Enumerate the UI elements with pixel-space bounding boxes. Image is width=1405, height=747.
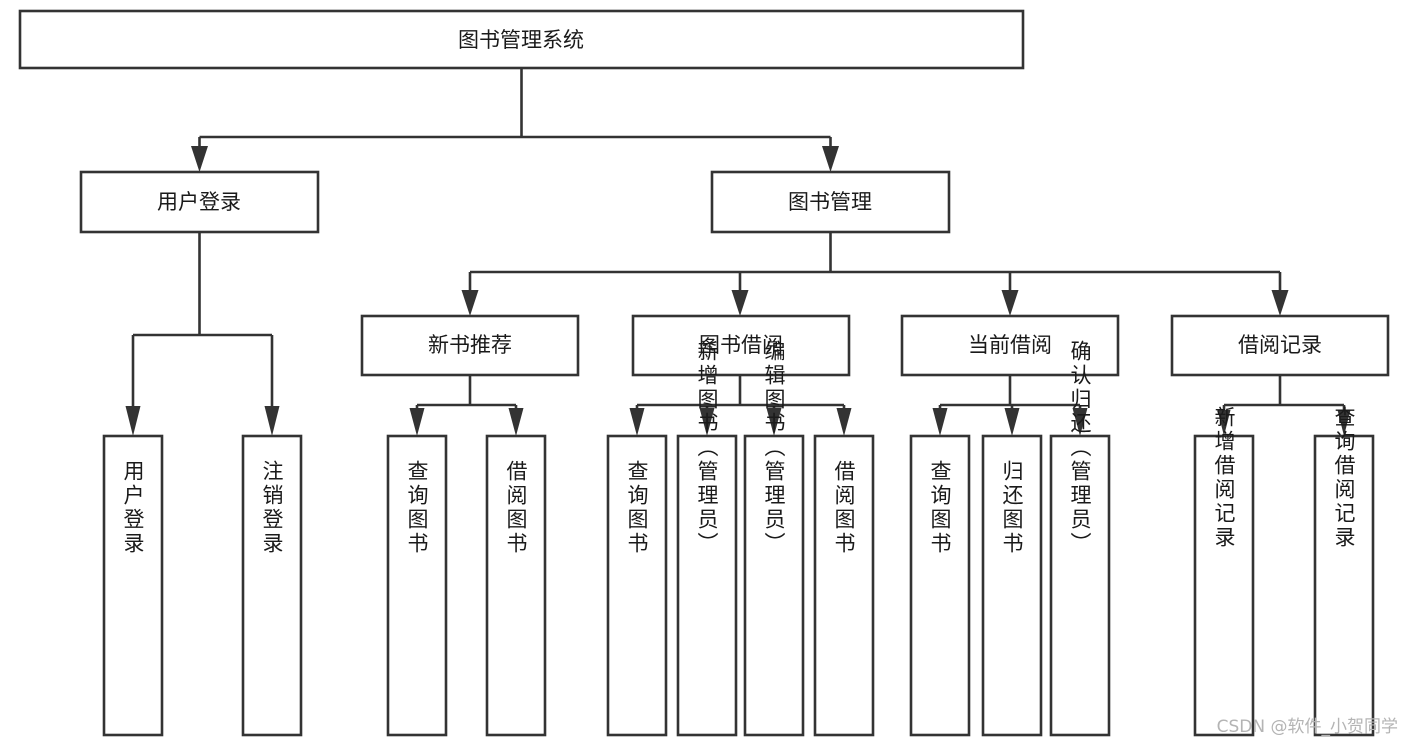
node-leaf-user-login-label: 用户登录 [121, 460, 145, 556]
node-book-borrow-label: 图书借阅 [699, 333, 783, 357]
node-user-login-label: 用户登录 [157, 190, 241, 214]
node-leaf-query-book-2-label: 查询图书 [625, 460, 649, 556]
arrowhead-leaf-borrow-book-2 [836, 408, 852, 436]
node-new-book-recommend-label: 新书推荐 [428, 333, 512, 357]
node-leaf-add-borrow-record-label: 新增借阅记录 [1212, 406, 1236, 550]
node-root-label: 图书管理系统 [458, 28, 584, 52]
csdn-watermark: CSDN @软件_小贺同学 [1217, 717, 1398, 737]
node-leaf-confirm-return-admin-label: 确认归还（管理员） [1068, 340, 1092, 556]
arrowhead-leaf-query-book-2 [629, 408, 645, 436]
node-current-borrow-box[interactable] [900, 314, 1120, 377]
arrowhead-leaf-edit-book-admin [766, 408, 782, 436]
node-leaf-edit-book-admin-box[interactable] [743, 434, 805, 737]
node-leaf-edit-book-admin[interactable]: 编辑图书（管理员） [743, 340, 805, 737]
node-leaf-edit-book-admin-label: 编辑图书（管理员） [762, 340, 786, 556]
node-leaf-query-book-1-box[interactable] [386, 434, 448, 737]
arrowhead-book-borrow [731, 290, 749, 316]
node-leaf-confirm-return-admin-box[interactable] [1049, 434, 1111, 737]
node-leaf-query-book-recommend[interactable]: 查询图书 [386, 434, 448, 737]
node-leaf-add-book-admin[interactable]: 新增图书（管理员） [676, 340, 738, 737]
node-user-login[interactable]: 用户登录 [79, 170, 320, 234]
node-leaf-return-book-box[interactable] [981, 434, 1043, 737]
arrowhead-leaf-add-book-admin [699, 408, 715, 436]
node-leaf-query-book-3-box[interactable] [909, 434, 971, 737]
node-leaf-query-book-current[interactable]: 查询图书 [909, 434, 971, 737]
node-book-borrow[interactable]: 图书借阅 [631, 314, 851, 377]
node-leaf-query-book-2-box[interactable] [606, 434, 668, 737]
node-leaf-query-borrow-record-box[interactable] [1313, 434, 1375, 737]
node-root-box[interactable] [18, 9, 1025, 70]
node-leaf-query-borrow-record-label: 查询借阅记录 [1332, 406, 1356, 550]
arrowhead-leaf-user-login [125, 406, 141, 436]
node-book-manage-label: 图书管理 [788, 190, 872, 214]
node-leaf-borrow-book-2-box[interactable] [813, 434, 875, 737]
node-root-system[interactable]: 图书管理系统 [18, 9, 1025, 70]
node-leaf-add-borrow-record[interactable]: 新增借阅记录 [1193, 406, 1255, 737]
arrowhead-leaf-confirm-return-admin [1072, 408, 1088, 436]
node-new-book-recommend-box[interactable] [360, 314, 580, 377]
node-leaf-borrow-book-borrow[interactable]: 借阅图书 [813, 434, 875, 737]
node-leaf-return-book[interactable]: 归还图书 [981, 434, 1043, 737]
node-leaf-query-borrow-record[interactable]: 查询借阅记录 [1313, 406, 1375, 737]
node-book-borrow-box[interactable] [631, 314, 851, 377]
node-leaf-add-book-admin-label: 新增图书（管理员） [695, 340, 719, 556]
node-current-borrow[interactable]: 当前借阅 [900, 314, 1120, 377]
node-leaf-add-borrow-record-box[interactable] [1193, 434, 1255, 737]
arrowhead-leaf-return-book [1004, 408, 1020, 436]
node-leaf-borrow-book-1-box[interactable] [485, 434, 547, 737]
node-leaf-return-book-label: 归还图书 [1000, 460, 1024, 556]
arrowhead-borrow-record [1271, 290, 1289, 316]
node-leaf-logout-box[interactable] [241, 434, 303, 737]
node-borrow-record-label: 借阅记录 [1238, 333, 1322, 357]
arrowhead-book-manage [822, 146, 839, 172]
node-leaf-borrow-book-1-label: 借阅图书 [504, 460, 528, 556]
arrowhead-new-book-recommend [461, 290, 479, 316]
node-leaf-query-book-borrow[interactable]: 查询图书 [606, 434, 668, 737]
arrowhead-leaf-add-borrow-record [1217, 410, 1231, 436]
node-leaf-user-login[interactable]: 用户登录 [102, 434, 164, 737]
node-leaf-query-book-3-label: 查询图书 [928, 460, 952, 556]
arrowhead-leaf-query-borrow-record [1337, 410, 1351, 436]
arrowhead-current-borrow [1001, 290, 1019, 316]
node-borrow-record[interactable]: 借阅记录 [1170, 314, 1390, 377]
arrowhead-leaf-logout [264, 406, 280, 436]
arrowhead-leaf-query-book-3 [932, 408, 948, 436]
node-leaf-add-book-admin-box[interactable] [676, 434, 738, 737]
node-new-book-recommend[interactable]: 新书推荐 [360, 314, 580, 377]
node-leaf-logout-login[interactable]: 注销登录 [241, 434, 303, 737]
arrowhead-user-login [191, 146, 208, 172]
node-leaf-borrow-book-2-label: 借阅图书 [832, 460, 856, 556]
node-user-login-box[interactable] [79, 170, 320, 234]
arrowhead-leaf-borrow-book-1 [508, 408, 524, 436]
node-borrow-record-box[interactable] [1170, 314, 1390, 377]
node-leaf-user-login-box[interactable] [102, 434, 164, 737]
node-leaf-confirm-return-admin[interactable]: 确认归还（管理员） [1049, 340, 1111, 737]
arrowhead-leaf-query-book-1 [409, 408, 425, 436]
node-book-manage[interactable]: 图书管理 [710, 170, 951, 234]
node-book-manage-box[interactable] [710, 170, 951, 234]
node-leaf-borrow-book-recommend[interactable]: 借阅图书 [485, 434, 547, 737]
node-leaf-query-book-1-label: 查询图书 [405, 460, 429, 556]
node-current-borrow-label: 当前借阅 [968, 333, 1052, 357]
edges-layer [125, 68, 1351, 436]
node-leaf-logout-label: 注销登录 [260, 460, 284, 556]
